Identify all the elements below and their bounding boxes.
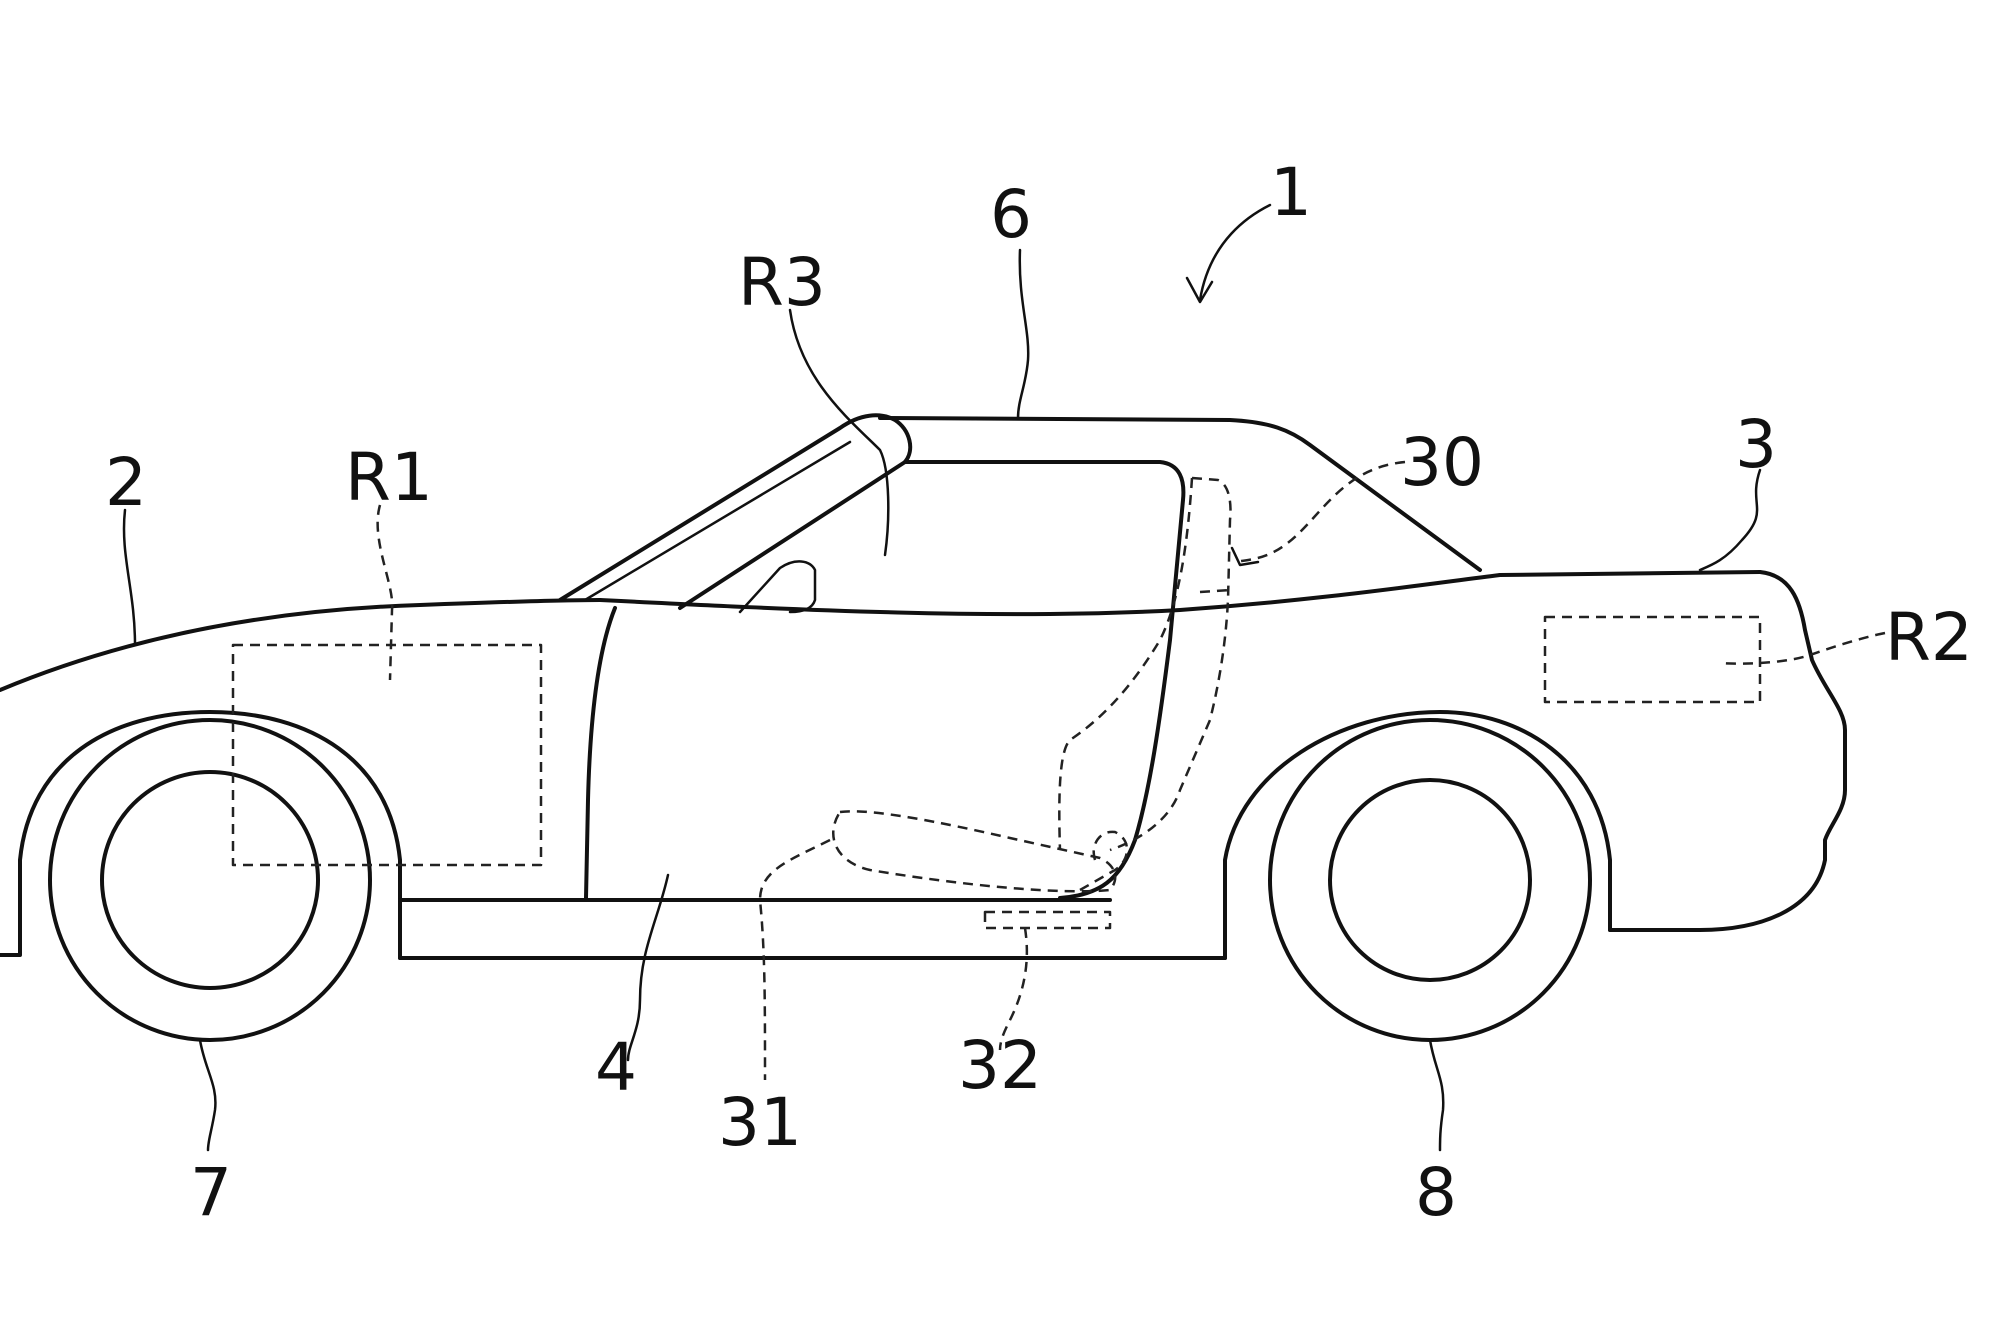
front-wheel <box>50 720 370 1040</box>
label-region-front: R1 <box>345 439 433 516</box>
label-region-rear: R2 <box>1885 599 1973 676</box>
label-seat-rail: 32 <box>958 1027 1042 1104</box>
label-seat-cushion: 31 <box>718 1084 802 1161</box>
region-front-box <box>233 645 541 865</box>
label-front-wheel: 7 <box>190 1154 232 1231</box>
region-rear-box <box>1545 617 1760 702</box>
vehicle-body <box>0 415 1845 958</box>
label-door: 4 <box>595 1029 637 1106</box>
label-region-cabin: R3 <box>738 244 826 321</box>
label-vehicle: 1 <box>1270 154 1312 231</box>
label-rear: 3 <box>1735 406 1777 483</box>
label-roof: 6 <box>990 176 1032 253</box>
label-seat: 30 <box>1400 424 1484 501</box>
rear-wheel <box>1270 720 1590 1040</box>
label-front: 2 <box>105 444 147 521</box>
leader-lines <box>124 205 1885 1150</box>
seat-outline <box>833 478 1230 928</box>
label-rear-wheel: 8 <box>1415 1154 1457 1231</box>
